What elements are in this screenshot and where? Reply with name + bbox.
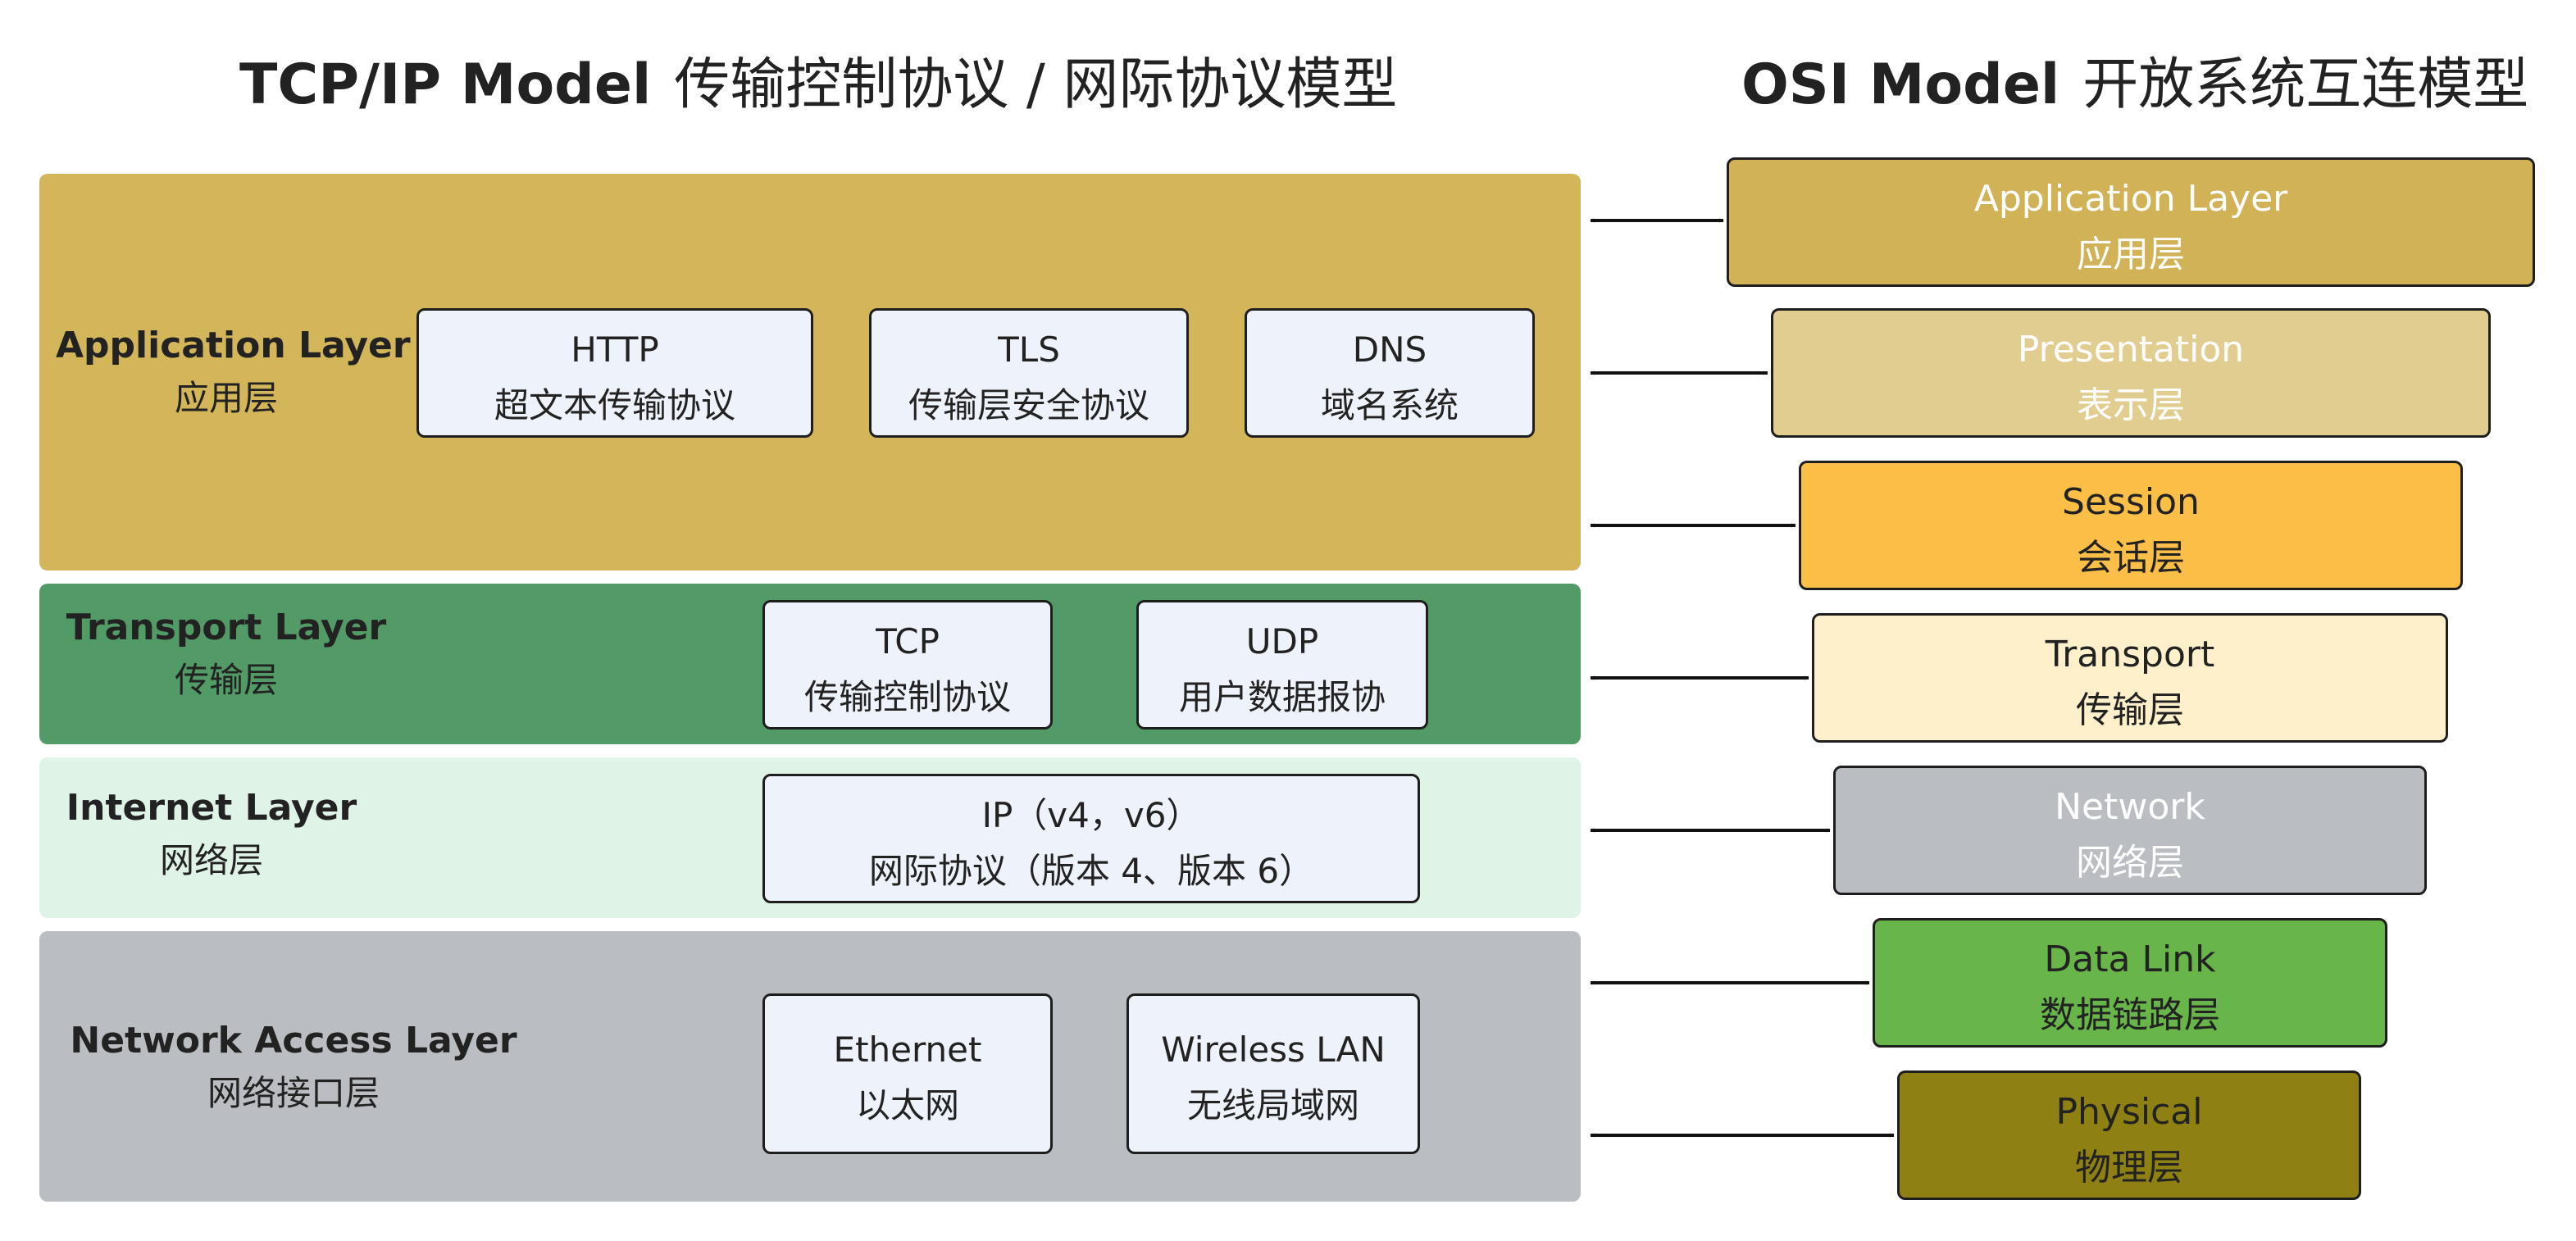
- osi-layer-name-zh: 会话层: [2077, 537, 2185, 579]
- internet-layer-label: Internet Layer 网络层: [56, 782, 367, 887]
- osi-presentation-layer: Presentation 表示层: [1771, 308, 2491, 438]
- tcpip-application-layer: Application Layer 应用层 HTTP 超文本传输协议 TLS 传…: [39, 174, 1581, 570]
- protocol-desc: 超文本传输协议: [494, 385, 735, 425]
- tcpip-model-title: TCP/IP Model 传输控制协议 / 网际协议模型: [239, 44, 1397, 126]
- osi-title-en: OSI Model: [1741, 52, 2060, 117]
- osi-layer-name-zh: 网络层: [2076, 842, 2184, 884]
- osi-layer-name-en: Session: [2062, 481, 2200, 523]
- protocol-http: HTTP 超文本传输协议: [416, 308, 813, 438]
- protocol-name: DNS: [1352, 330, 1427, 370]
- protocol-desc: 域名系统: [1320, 385, 1459, 425]
- tcpip-transport-layer: Transport Layer 传输层 TCP 传输控制协议 UDP 用户数据报…: [39, 584, 1581, 744]
- transport-layer-name-zh: 传输层: [174, 660, 278, 700]
- tcpip-title-en: TCP/IP Model: [239, 52, 652, 117]
- tcpip-network-access-layer: Network Access Layer 网络接口层 Ethernet 以太网 …: [39, 931, 1581, 1202]
- osi-layer-name-zh: 传输层: [2076, 689, 2184, 731]
- osi-model-title: OSI Model 开放系统互连模型: [1741, 44, 2528, 126]
- osi-layer-name-zh: 应用层: [2077, 234, 2185, 275]
- protocol-desc: 网际协议（版本 4、版本 6）: [868, 851, 1314, 891]
- osi-transport-layer: Transport 传输层: [1812, 613, 2448, 743]
- protocol-name: HTTP: [571, 330, 659, 370]
- protocol-name: TCP: [876, 621, 940, 661]
- protocol-name: IP（v4，v6）: [981, 795, 1201, 835]
- protocol-desc: 用户数据报协: [1178, 677, 1386, 717]
- osi-layer-name-en: Network: [2055, 786, 2205, 828]
- protocol-dns: DNS 域名系统: [1245, 308, 1535, 438]
- tcpip-title-zh: 传输控制协议 / 网际协议模型: [674, 52, 1398, 117]
- application-layer-label: Application Layer 应用层: [56, 320, 411, 425]
- osi-session-layer: Session 会话层: [1799, 461, 2463, 590]
- protocol-desc: 无线局域网: [1186, 1085, 1359, 1125]
- protocol-name: Wireless LAN: [1161, 1030, 1386, 1070]
- osi-layer-name-en: Transport: [2045, 634, 2215, 675]
- protocol-ip: IP（v4，v6） 网际协议（版本 4、版本 6）: [762, 774, 1420, 903]
- network-access-layer-name-en: Network Access Layer: [70, 1020, 517, 1061]
- osi-layer-name-en: Application Layer: [1973, 178, 2288, 220]
- osi-layer-name-zh: 物理层: [2075, 1147, 2183, 1189]
- osi-layer-name-en: Physical: [2055, 1091, 2203, 1133]
- osi-layer-name-en: Presentation: [2017, 329, 2245, 370]
- network-access-layer-label: Network Access Layer 网络接口层: [56, 1015, 531, 1120]
- protocol-name: UDP: [1245, 621, 1319, 661]
- internet-layer-name-zh: 网络层: [159, 840, 263, 880]
- protocol-desc: 以太网: [855, 1085, 959, 1125]
- protocol-wireless-lan: Wireless LAN 无线局域网: [1126, 993, 1420, 1154]
- network-access-layer-name-zh: 网络接口层: [207, 1073, 380, 1113]
- protocol-desc: 传输控制协议: [803, 677, 1011, 717]
- osi-network-layer: Network 网络层: [1833, 766, 2427, 895]
- osi-layer-name-en: Data Link: [2044, 939, 2216, 980]
- osi-physical-layer: Physical 物理层: [1897, 1071, 2361, 1200]
- protocol-udp: UDP 用户数据报协: [1136, 600, 1428, 730]
- osi-application-layer: Application Layer 应用层: [1727, 157, 2535, 287]
- tcpip-internet-layer: Internet Layer 网络层 IP（v4，v6） 网际协议（版本 4、版…: [39, 757, 1581, 918]
- transport-layer-label: Transport Layer 传输层: [56, 602, 397, 707]
- osi-layer-name-zh: 表示层: [2077, 384, 2185, 426]
- protocol-name: Ethernet: [833, 1030, 982, 1070]
- protocol-ethernet: Ethernet 以太网: [762, 993, 1053, 1154]
- protocol-desc: 传输层安全协议: [908, 385, 1149, 425]
- protocol-tls: TLS 传输层安全协议: [869, 308, 1189, 438]
- osi-layer-name-zh: 数据链路层: [2040, 994, 2220, 1036]
- application-layer-name-en: Application Layer: [56, 325, 411, 366]
- protocol-name: TLS: [998, 330, 1060, 370]
- osi-data-link-layer: Data Link 数据链路层: [1873, 918, 2387, 1048]
- application-layer-name-zh: 应用层: [174, 378, 278, 418]
- transport-layer-name-en: Transport Layer: [66, 607, 387, 648]
- protocol-tcp: TCP 传输控制协议: [762, 600, 1053, 730]
- osi-title-zh: 开放系统互连模型: [2082, 52, 2529, 117]
- internet-layer-name-en: Internet Layer: [66, 787, 357, 829]
